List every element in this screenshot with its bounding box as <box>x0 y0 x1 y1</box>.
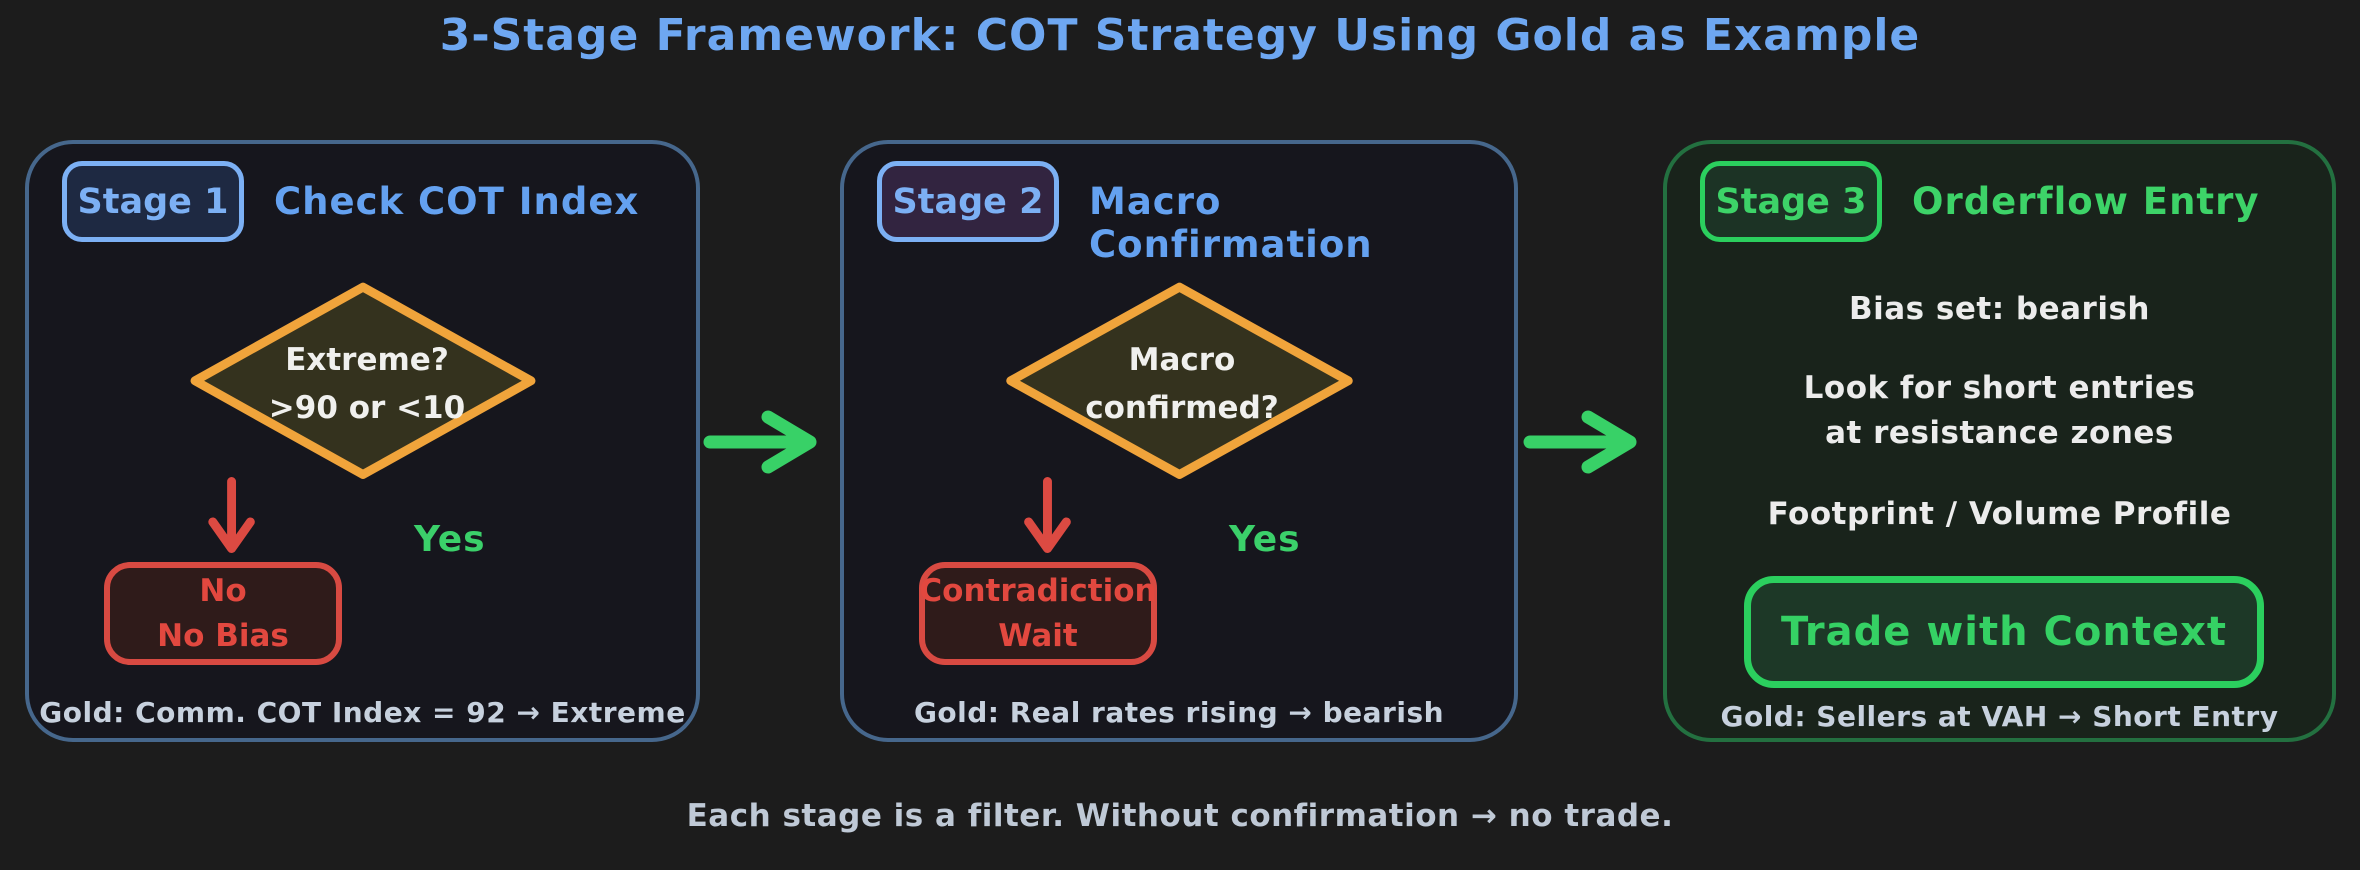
no-line1: Contradiction <box>919 572 1157 609</box>
stage2-shapes <box>1006 282 1353 553</box>
stage2-decision-label: Macro confirmed? <box>1012 289 1352 479</box>
stage1-badge: Stage 1 <box>62 161 244 242</box>
stage1-no-box: No No Bias <box>104 562 342 665</box>
stage3-entries-line2: at resistance zones <box>1825 415 2174 451</box>
page-title: 3-Stage Framework: COT Strategy Using Go… <box>439 10 1921 61</box>
decision-diamond-shape <box>1006 282 1353 479</box>
stage2-caption: Gold: Real rates rising → bearish <box>913 696 1445 729</box>
down-arrow-icon <box>208 477 255 553</box>
stage1-shapes <box>190 282 536 553</box>
stage3-caption: Gold: Sellers at VAH → Short Entry <box>1720 700 2279 733</box>
stage3-heading: Orderflow Entry <box>1912 180 2260 223</box>
no-line2: Wait <box>998 617 1078 654</box>
stage2-no-box: Contradiction Wait <box>919 562 1157 665</box>
decision-line1: Macro <box>1128 341 1236 378</box>
stage1-caption: Gold: Comm. COT Index = 92 → Extreme <box>39 696 686 729</box>
stage2-panel: Stage 2 Macro Confirmation Macro confirm… <box>840 140 1518 742</box>
stage2-heading: Macro Confirmation <box>1089 180 1373 266</box>
stage1-heading: Check COT Index <box>274 180 640 223</box>
stage3-badge: Stage 3 <box>1700 161 1882 242</box>
stage3-bias-line: Bias set: bearish <box>1849 291 2150 327</box>
decision-diamond-shape <box>190 282 536 479</box>
stage1-decision-label: Extreme? >90 or <10 <box>197 289 537 479</box>
no-line1: No <box>199 572 247 609</box>
no-line2: No Bias <box>157 617 289 654</box>
stage1-panel: Stage 1 Check COT Index Extreme? >90 or … <box>25 140 700 742</box>
stage1-yes-label: Yes <box>414 519 486 560</box>
stage3-entries-line1: Look for short entries <box>1803 370 2196 406</box>
stage2-yes-label: Yes <box>1229 519 1301 560</box>
decision-line2: confirmed? <box>1085 390 1279 426</box>
decision-line2: >90 or <10 <box>268 390 466 426</box>
decision-line1: Extreme? <box>285 341 449 378</box>
flow-arrow-icon <box>1523 410 1637 474</box>
stage3-panel: Stage 3 Orderflow Entry Bias set: bearis… <box>1663 140 2336 742</box>
stage2-badge: Stage 2 <box>877 161 1059 242</box>
stage3-tools-line: Footprint / Volume Profile <box>1767 496 2232 532</box>
flow-arrow-icon <box>703 410 817 474</box>
footer-note: Each stage is a filter. Without confirma… <box>686 798 1674 834</box>
down-arrow-icon <box>1024 477 1071 553</box>
stage3-action-box: Trade with Context <box>1744 576 2264 688</box>
